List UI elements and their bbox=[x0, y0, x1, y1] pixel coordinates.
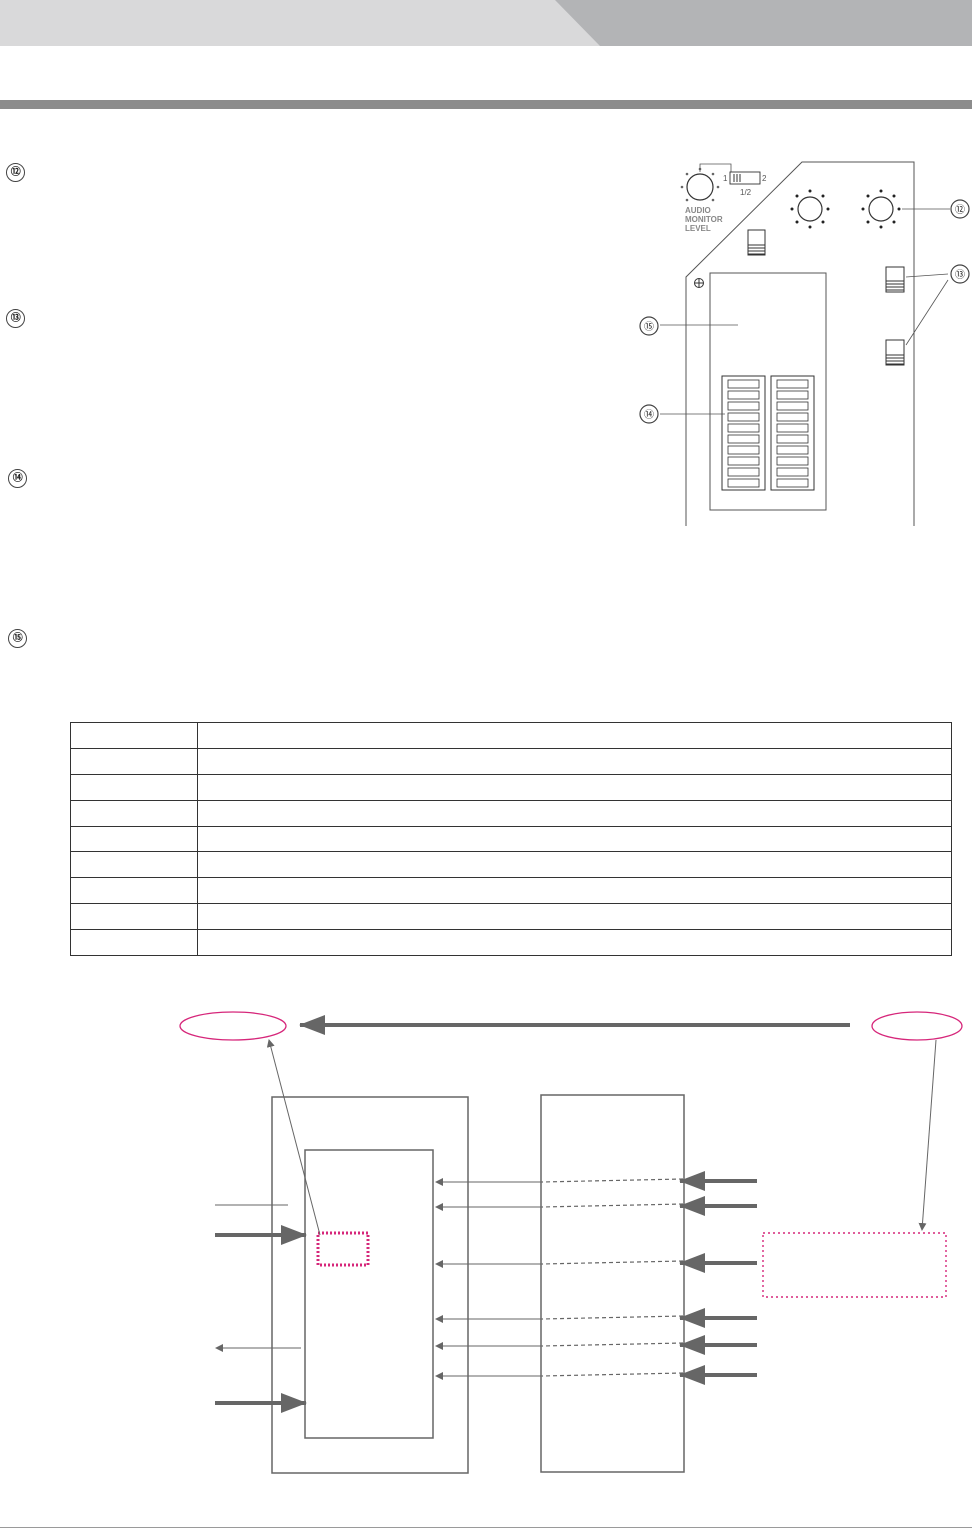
dip-switch-cell bbox=[727, 390, 760, 400]
leader-line-left bbox=[266, 1039, 321, 1236]
left-unit-box bbox=[271, 1096, 469, 1474]
table-cell-label bbox=[70, 722, 198, 749]
dip-switch-cell bbox=[776, 412, 809, 422]
callout-12: ⑫ bbox=[950, 199, 970, 219]
target-ellipse bbox=[871, 1011, 963, 1041]
table-row bbox=[70, 799, 952, 827]
dip-switch-cell bbox=[727, 478, 760, 488]
section-number-14: ⑭ bbox=[8, 469, 27, 488]
table-cell-value bbox=[197, 773, 952, 801]
svg-text:⑬: ⑬ bbox=[955, 269, 965, 281]
dip-switch-cell bbox=[776, 467, 809, 477]
dip-switch-cell bbox=[727, 434, 760, 444]
table-cell-label bbox=[70, 825, 198, 853]
audio-label-line1: AUDIO bbox=[685, 206, 711, 215]
screw-icon bbox=[694, 278, 704, 288]
table-cell-value bbox=[197, 825, 952, 853]
svg-text:⑫: ⑫ bbox=[955, 204, 965, 216]
section-number-12: ⑫ bbox=[6, 163, 25, 182]
table-cell-value bbox=[197, 722, 952, 749]
dip-switch-cell bbox=[776, 478, 809, 488]
callout-13: ⑬ bbox=[950, 264, 970, 284]
footer-rule bbox=[0, 1527, 972, 1528]
svg-text:⑭: ⑭ bbox=[644, 409, 654, 421]
svg-text:⑮: ⑮ bbox=[644, 321, 654, 333]
dip-switch-cell bbox=[776, 456, 809, 466]
dip-switch-cell bbox=[776, 390, 809, 400]
leader-line-right bbox=[918, 1039, 937, 1231]
audio-label-line2: MONITOR bbox=[685, 215, 723, 224]
table-cell-value bbox=[197, 799, 952, 827]
section-rule bbox=[0, 100, 972, 109]
dip-switch-cell bbox=[727, 401, 760, 411]
dip-switch-cell bbox=[776, 434, 809, 444]
dip-switch-cell bbox=[727, 379, 760, 389]
callout-15: ⑮ bbox=[639, 316, 659, 336]
table-row bbox=[70, 877, 952, 905]
signal-line bbox=[435, 1365, 757, 1385]
table-cell-label bbox=[70, 929, 198, 956]
table-cell-label bbox=[70, 747, 198, 775]
level-knob-left[interactable] bbox=[790, 189, 830, 229]
table-cell-label bbox=[70, 851, 198, 879]
left-inner-module bbox=[304, 1149, 434, 1439]
dip-switch-cell bbox=[776, 401, 809, 411]
dip-switch-cell bbox=[776, 379, 809, 389]
dip-switch-cell bbox=[727, 445, 760, 455]
table-cell-label bbox=[70, 903, 198, 930]
callout-box bbox=[762, 1232, 947, 1298]
source-ellipse bbox=[179, 1011, 287, 1041]
signal-flow-diagram bbox=[179, 1011, 963, 1474]
right-unit-box bbox=[540, 1094, 685, 1473]
table-cell-label bbox=[70, 773, 198, 801]
dip-switch-cell bbox=[776, 445, 809, 455]
callout-14: ⑭ bbox=[639, 404, 659, 424]
dip-switch-cell bbox=[727, 423, 760, 433]
table-cell-value bbox=[197, 851, 952, 879]
table-cell-value bbox=[197, 903, 952, 930]
front-panel-illustration: AUDIO MONITOR LEVEL 1 2 1/2 ⑫ bbox=[639, 161, 970, 526]
signal-line bbox=[435, 1253, 757, 1273]
table-row bbox=[70, 747, 952, 775]
selector-switch-lower[interactable] bbox=[885, 339, 905, 366]
table-row bbox=[70, 851, 952, 879]
signal-line bbox=[435, 1308, 757, 1328]
signal-line bbox=[435, 1335, 757, 1355]
small-switch-a[interactable] bbox=[747, 229, 766, 256]
table-cell-value bbox=[197, 747, 952, 775]
signal-line bbox=[435, 1196, 757, 1216]
table-cell-label bbox=[70, 877, 198, 905]
audio-label-line3: LEVEL bbox=[685, 224, 711, 233]
switch-label-1-2: 1/2 bbox=[740, 188, 752, 197]
audio-monitor-level-knob[interactable] bbox=[680, 167, 720, 202]
switch-label-1: 1 bbox=[723, 174, 728, 183]
table-cell-value bbox=[197, 929, 952, 956]
section-number-15: ⑮ bbox=[8, 629, 27, 648]
table-cell-label bbox=[70, 799, 198, 827]
spec-table bbox=[70, 722, 952, 956]
dip-switch-cell bbox=[727, 467, 760, 477]
switch-label-2: 2 bbox=[762, 174, 767, 183]
highlight-area bbox=[316, 1231, 370, 1267]
signal-line bbox=[435, 1171, 757, 1191]
table-row bbox=[70, 825, 952, 853]
table-row bbox=[70, 903, 952, 930]
section-number-13: ⑬ bbox=[6, 309, 25, 328]
header-band bbox=[0, 0, 972, 46]
dip-switch-cell bbox=[727, 456, 760, 466]
level-knob-right[interactable] bbox=[861, 189, 901, 229]
table-row bbox=[70, 773, 952, 801]
table-row bbox=[70, 722, 952, 749]
dip-switch-cell bbox=[727, 412, 760, 422]
table-cell-value bbox=[197, 877, 952, 905]
table-row bbox=[70, 929, 952, 956]
dip-switch-cell bbox=[776, 423, 809, 433]
selector-switch-upper[interactable] bbox=[885, 266, 905, 293]
